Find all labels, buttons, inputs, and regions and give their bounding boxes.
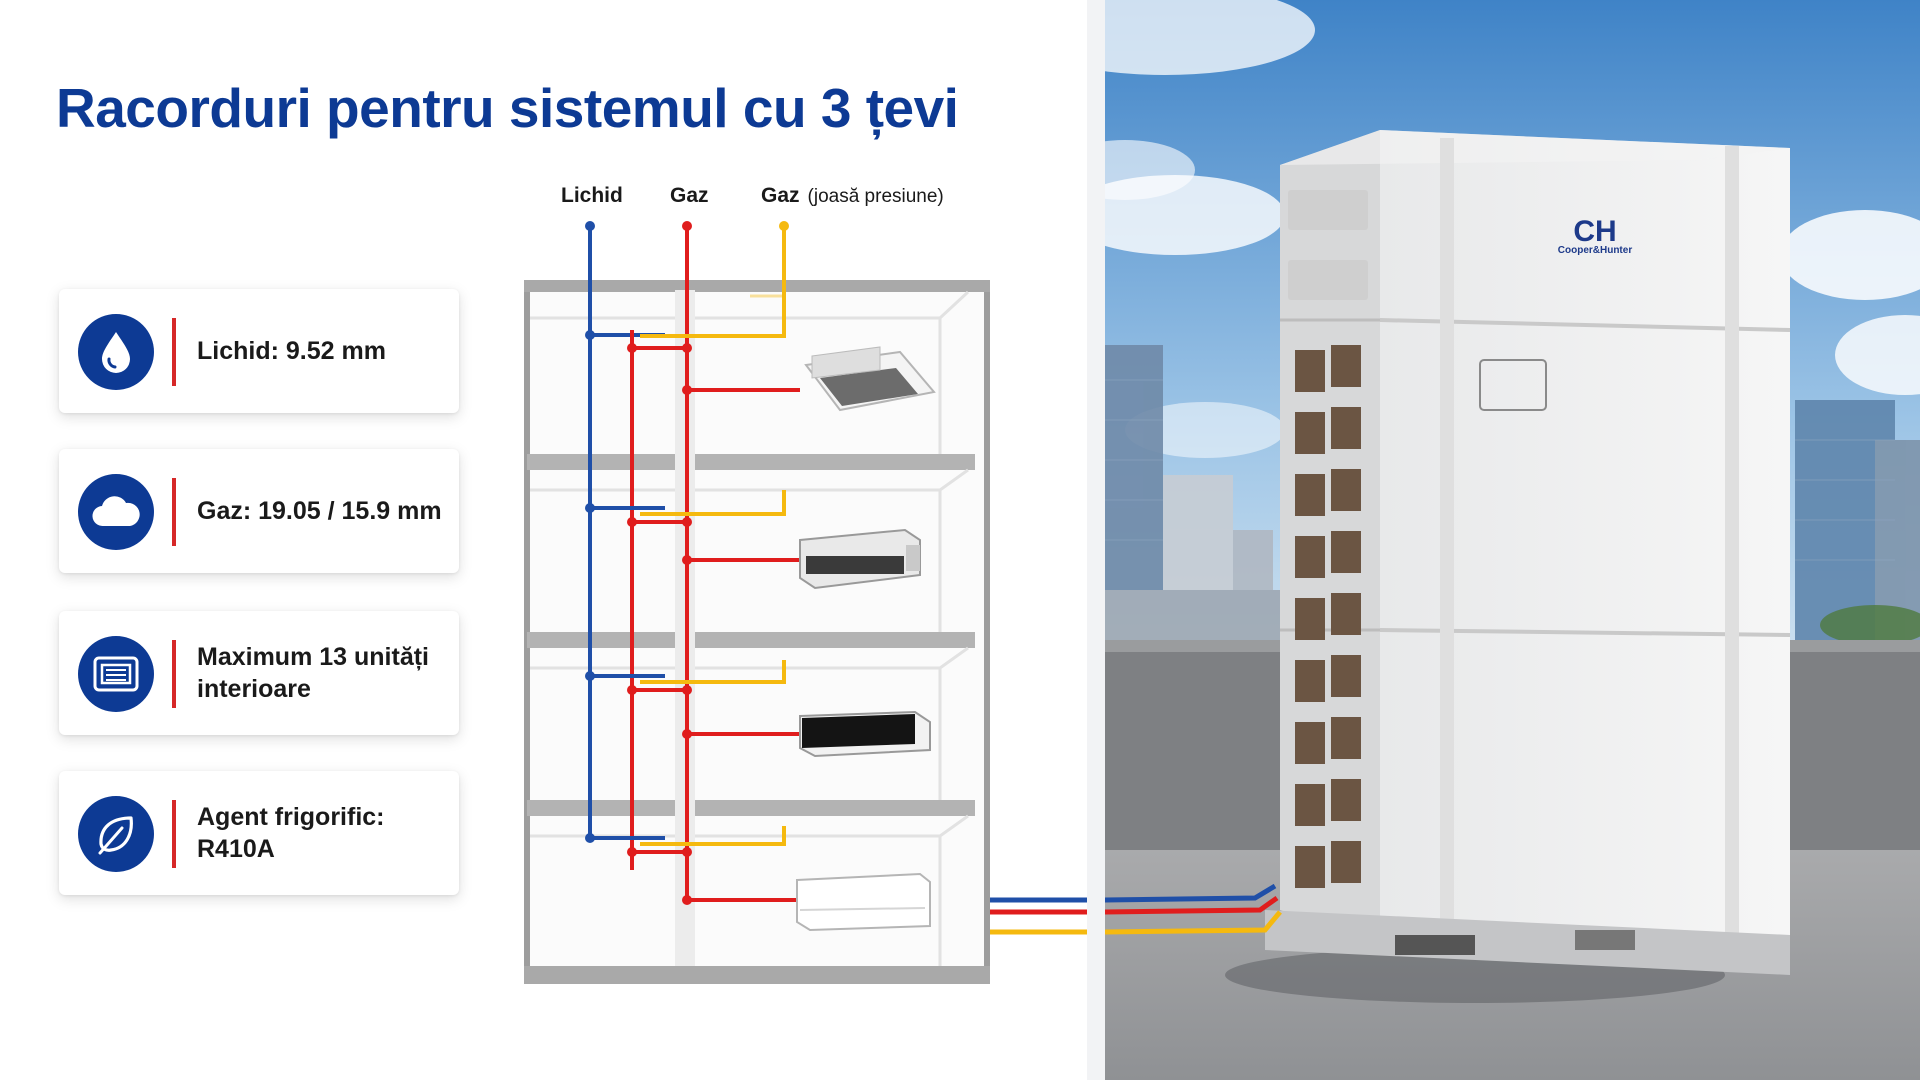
spec-text: Lichid: 9.52 mm [197,337,386,365]
brand-name: Cooper&Hunter [1558,245,1633,256]
card-divider [172,478,176,546]
cassette-unit [804,346,936,412]
brand-mark: CH [1573,215,1616,248]
pipe-label-gas: Gaz [670,184,709,207]
indoor-unit-icon [78,636,154,712]
spec-text: Agent frigorific: R410A [197,803,385,863]
spec-card-units: Maximum 13 unități interioare [59,611,459,735]
panel-divider [1087,0,1105,1080]
duct-unit [799,528,921,590]
building [524,280,990,984]
black-wall-unit [799,710,931,758]
spec-card-gas: Gaz: 19.05 / 15.9 mm [59,449,459,573]
pipe-entry [1105,883,1282,935]
brand-logo: CH Cooper&Hunter [1558,215,1633,256]
spec-text: Maximum 13 unități interioare [197,643,429,703]
cloud-icon [78,474,154,550]
card-divider [172,318,176,386]
info-panel: Racorduri pentru sistemul cu 3 țevi Lich… [56,77,1087,984]
vrf-outdoor-unit [1265,130,1791,975]
outdoor-unit-photo: CH Cooper&Hunter [1105,0,1920,1080]
piping-diagram [524,221,1087,984]
pipe-label-liquid: Lichid [561,184,623,207]
leaf-icon [78,796,154,872]
spec-text: Gaz: 19.05 / 15.9 mm [197,497,442,525]
white-wall-unit [796,872,931,932]
floor-branches [585,294,800,905]
card-divider [172,800,176,868]
pipe-note: (joasă presiune) [807,186,944,207]
page-title: Racorduri pentru sistemul cu 3 țevi [56,77,959,139]
spec-card-liquid: Lichid: 9.52 mm [59,289,459,413]
card-divider [172,640,176,708]
spec-card-refrigerant: Agent frigorific: R410A [59,771,459,895]
pipe-label-gas-low: Gaz(joasă presiune) [761,184,944,207]
outdoor-connection [990,897,1087,935]
water-drop-icon [78,314,154,390]
